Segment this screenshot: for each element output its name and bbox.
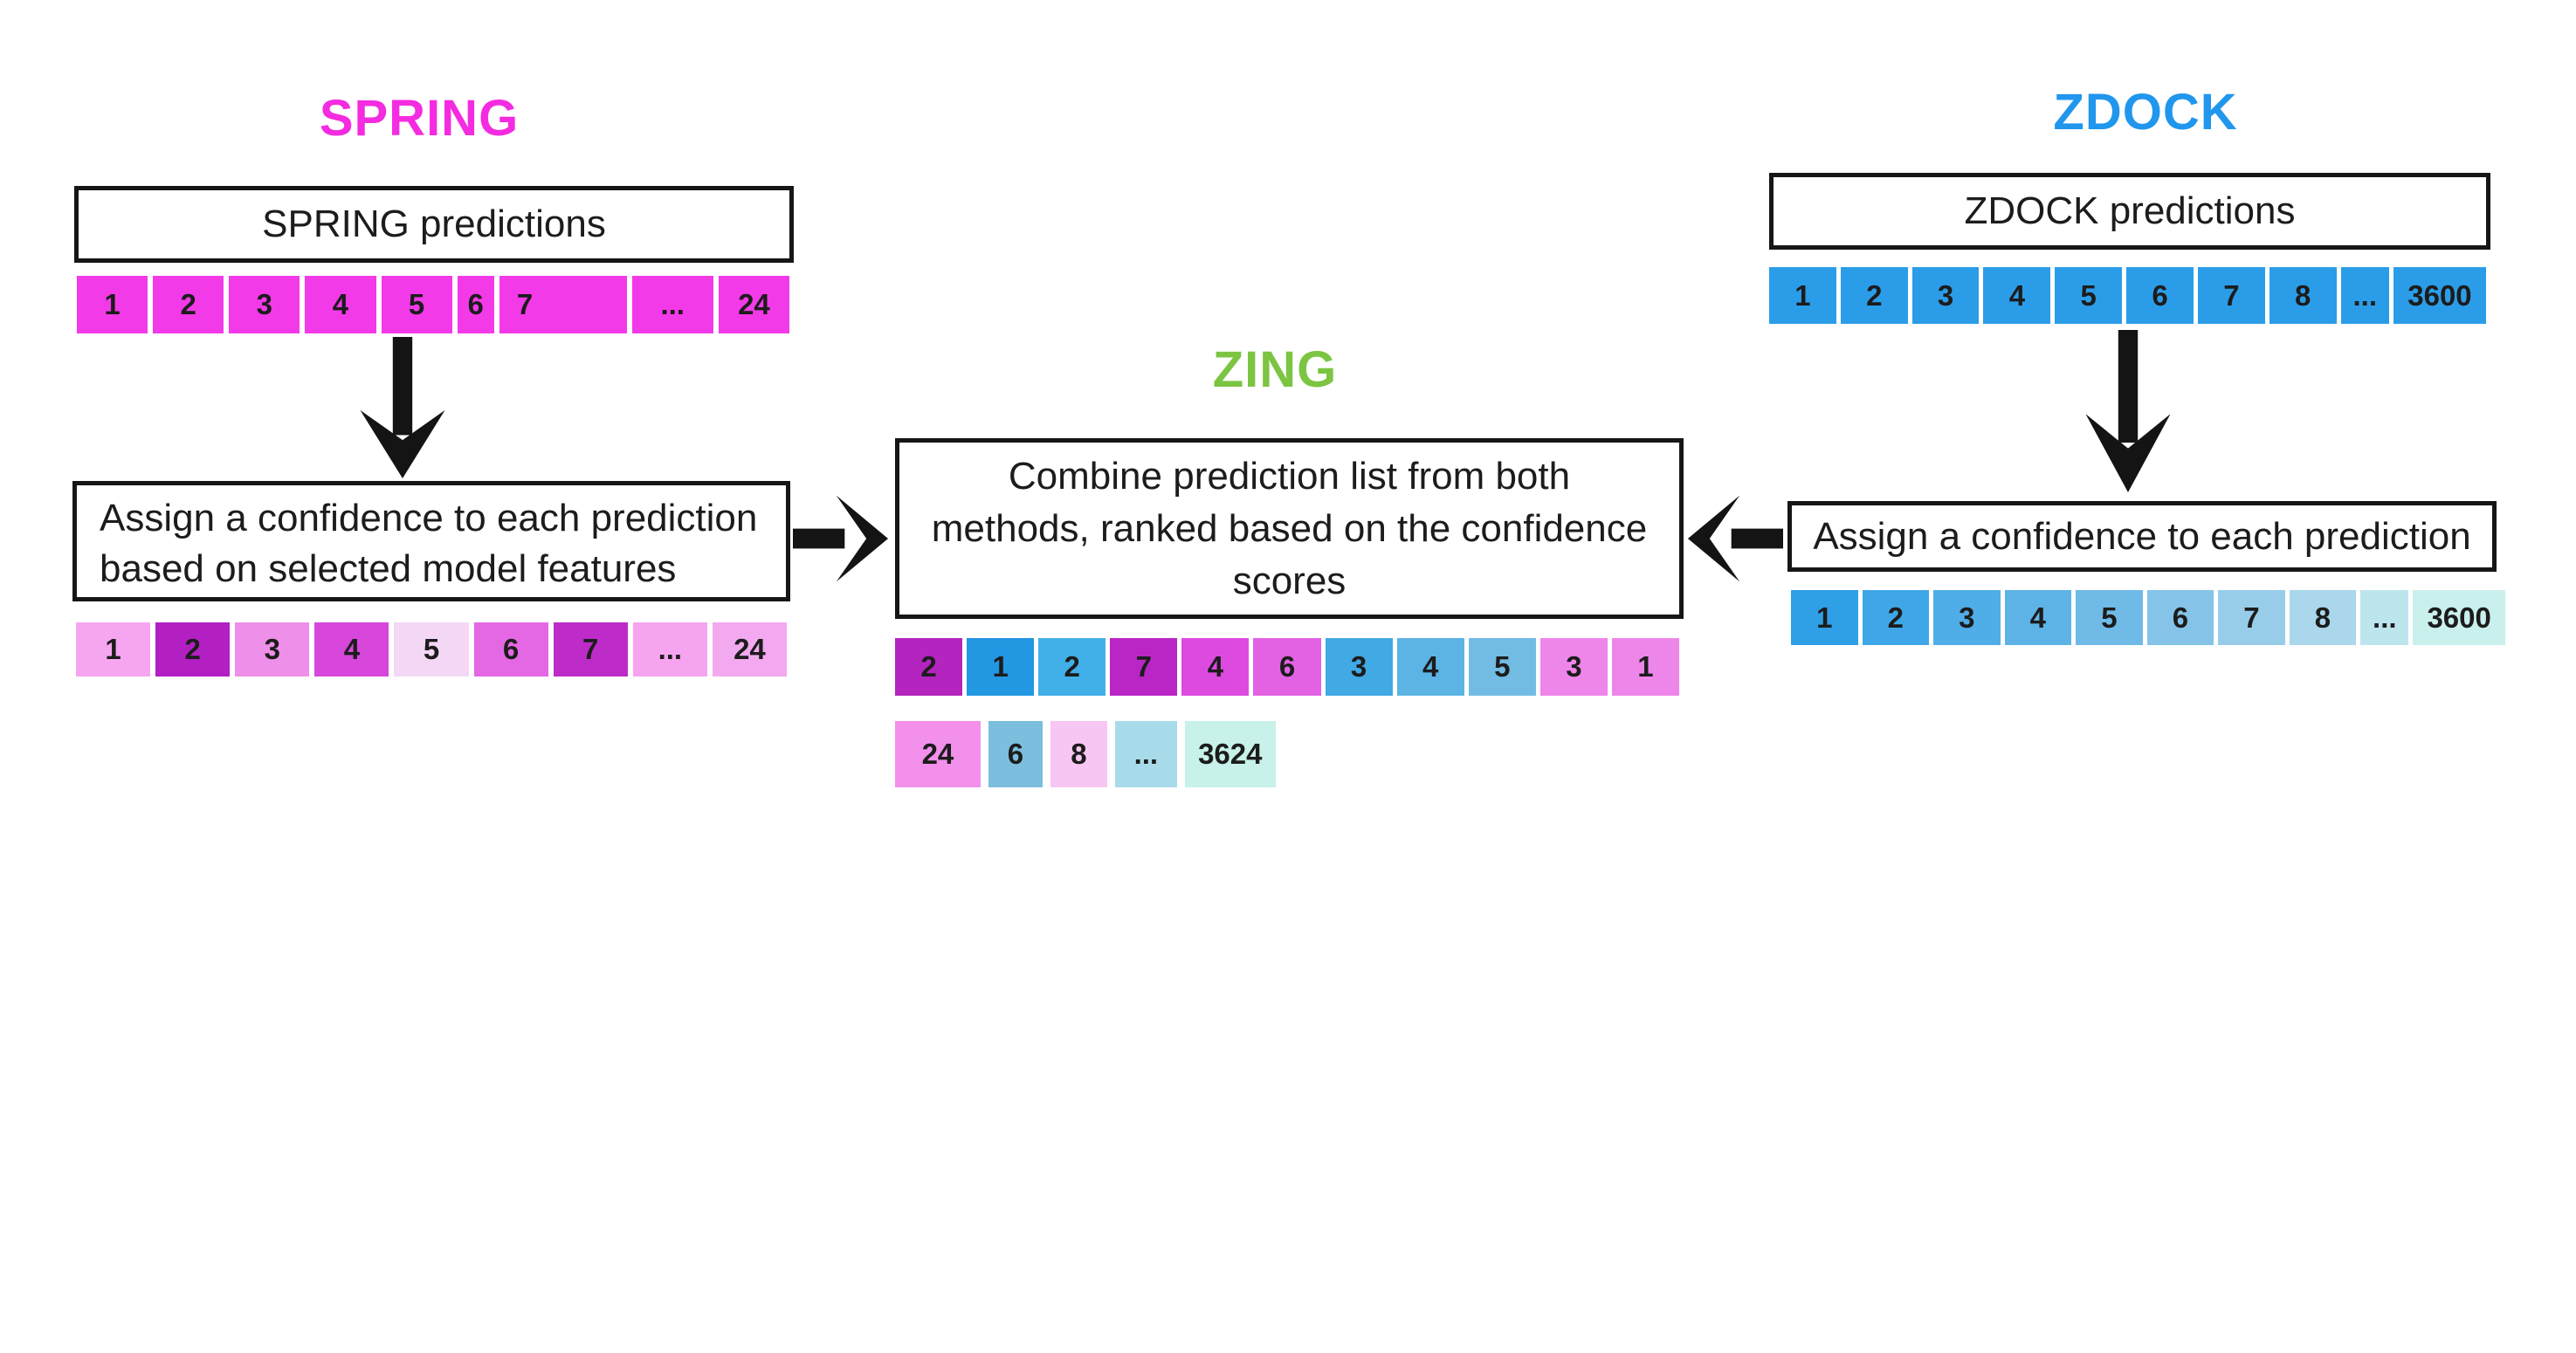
rank-cell: 8 xyxy=(2289,590,2357,645)
rank-cell: 7 xyxy=(553,622,628,676)
rank-cell: 24 xyxy=(712,622,787,676)
rank-cell: ... xyxy=(2360,590,2409,645)
rank-cell: 24 xyxy=(718,276,789,333)
rank-cell: 6 xyxy=(1253,638,1321,696)
rank-cell: 4 xyxy=(305,276,376,333)
rank-cell: 3600 xyxy=(2413,590,2505,645)
rank-cell: 6 xyxy=(457,276,494,333)
arrow-down-zdock-icon xyxy=(2085,330,2171,492)
rank-cell: 5 xyxy=(2055,267,2123,324)
rank-cell: 2 xyxy=(1840,267,1908,324)
rank-cell: 2 xyxy=(1862,590,1930,645)
arrow-right-icon xyxy=(793,495,889,582)
rank-cell: 1 xyxy=(1769,267,1836,324)
rank-cell: 2 xyxy=(1038,638,1106,696)
rank-cell: 8 xyxy=(1050,721,1108,787)
zdock-predictions-box: ZDOCK predictions xyxy=(1769,173,2490,250)
zing-combine-box: Combine prediction list from both method… xyxy=(895,438,1684,619)
rank-cell: 5 xyxy=(2076,590,2143,645)
rank-cell: 2 xyxy=(153,276,224,333)
rank-cell: 2 xyxy=(895,638,963,696)
rank-cell: 5 xyxy=(394,622,469,676)
rank-cell: 4 xyxy=(2004,590,2072,645)
rank-cell: 3 xyxy=(1539,638,1608,696)
rank-cell: 4 xyxy=(1396,638,1464,696)
rank-cell: ... xyxy=(632,622,707,676)
rank-cell: 6 xyxy=(2146,590,2214,645)
zing-combine-label: Combine prediction list from both method… xyxy=(931,454,1648,602)
rank-cell: 4 xyxy=(1983,267,2051,324)
zing-title: ZING xyxy=(1212,341,1338,398)
rank-cell: 5 xyxy=(381,276,452,333)
rank-cell: 3624 xyxy=(1184,721,1276,787)
rank-cell: 7 xyxy=(2197,267,2265,324)
rank-cell: 24 xyxy=(895,721,981,787)
rank-cell: 3600 xyxy=(2393,267,2486,324)
rank-cell: ... xyxy=(1115,721,1177,787)
spring-confidence-box: Assign a confidence to each prediction b… xyxy=(72,481,790,601)
rank-cell: 2 xyxy=(155,622,231,676)
rank-cell: ... xyxy=(2340,267,2389,324)
rank-cell: 3 xyxy=(1911,267,1980,324)
rank-cell: 7 xyxy=(2218,590,2285,645)
rank-cell: 5 xyxy=(1468,638,1536,696)
zdock-predictions-label: ZDOCK predictions xyxy=(1964,189,2296,232)
rank-cell: 3 xyxy=(1933,590,2001,645)
rank-cell: 4 xyxy=(314,622,389,676)
zdock-confidence-label: Assign a confidence to each prediction xyxy=(1813,514,2471,558)
rank-cell: 4 xyxy=(1181,638,1250,696)
rank-cell: 7 xyxy=(499,276,627,333)
spring-predictions-box: SPRING predictions xyxy=(74,186,794,263)
spring-confidence-label: Assign a confidence to each prediction b… xyxy=(100,497,758,590)
rank-cell: 1 xyxy=(1791,590,1858,645)
rank-cell: 8 xyxy=(2269,267,2337,324)
rank-cell: 3 xyxy=(229,276,300,333)
rank-cell: ... xyxy=(631,276,713,333)
zdock-title: ZDOCK xyxy=(2053,84,2238,141)
zdock-confidence-box: Assign a confidence to each prediction xyxy=(1787,501,2497,572)
arrow-down-spring-icon xyxy=(360,337,445,478)
rank-cell: 3 xyxy=(1325,638,1393,696)
rank-cell: 6 xyxy=(988,721,1043,787)
rank-cell: 6 xyxy=(473,622,548,676)
spring-predictions-label: SPRING predictions xyxy=(262,203,606,245)
arrow-left-icon xyxy=(1687,495,1783,582)
rank-cell: 7 xyxy=(1110,638,1178,696)
spring-title: SPRING xyxy=(319,90,520,147)
rank-cell: 1 xyxy=(76,622,151,676)
rank-cell: 3 xyxy=(235,622,310,676)
rank-cell: 1 xyxy=(1611,638,1680,696)
rank-cell: 1 xyxy=(77,276,148,333)
rank-cell: 1 xyxy=(967,638,1035,696)
rank-cell: 6 xyxy=(2126,267,2194,324)
